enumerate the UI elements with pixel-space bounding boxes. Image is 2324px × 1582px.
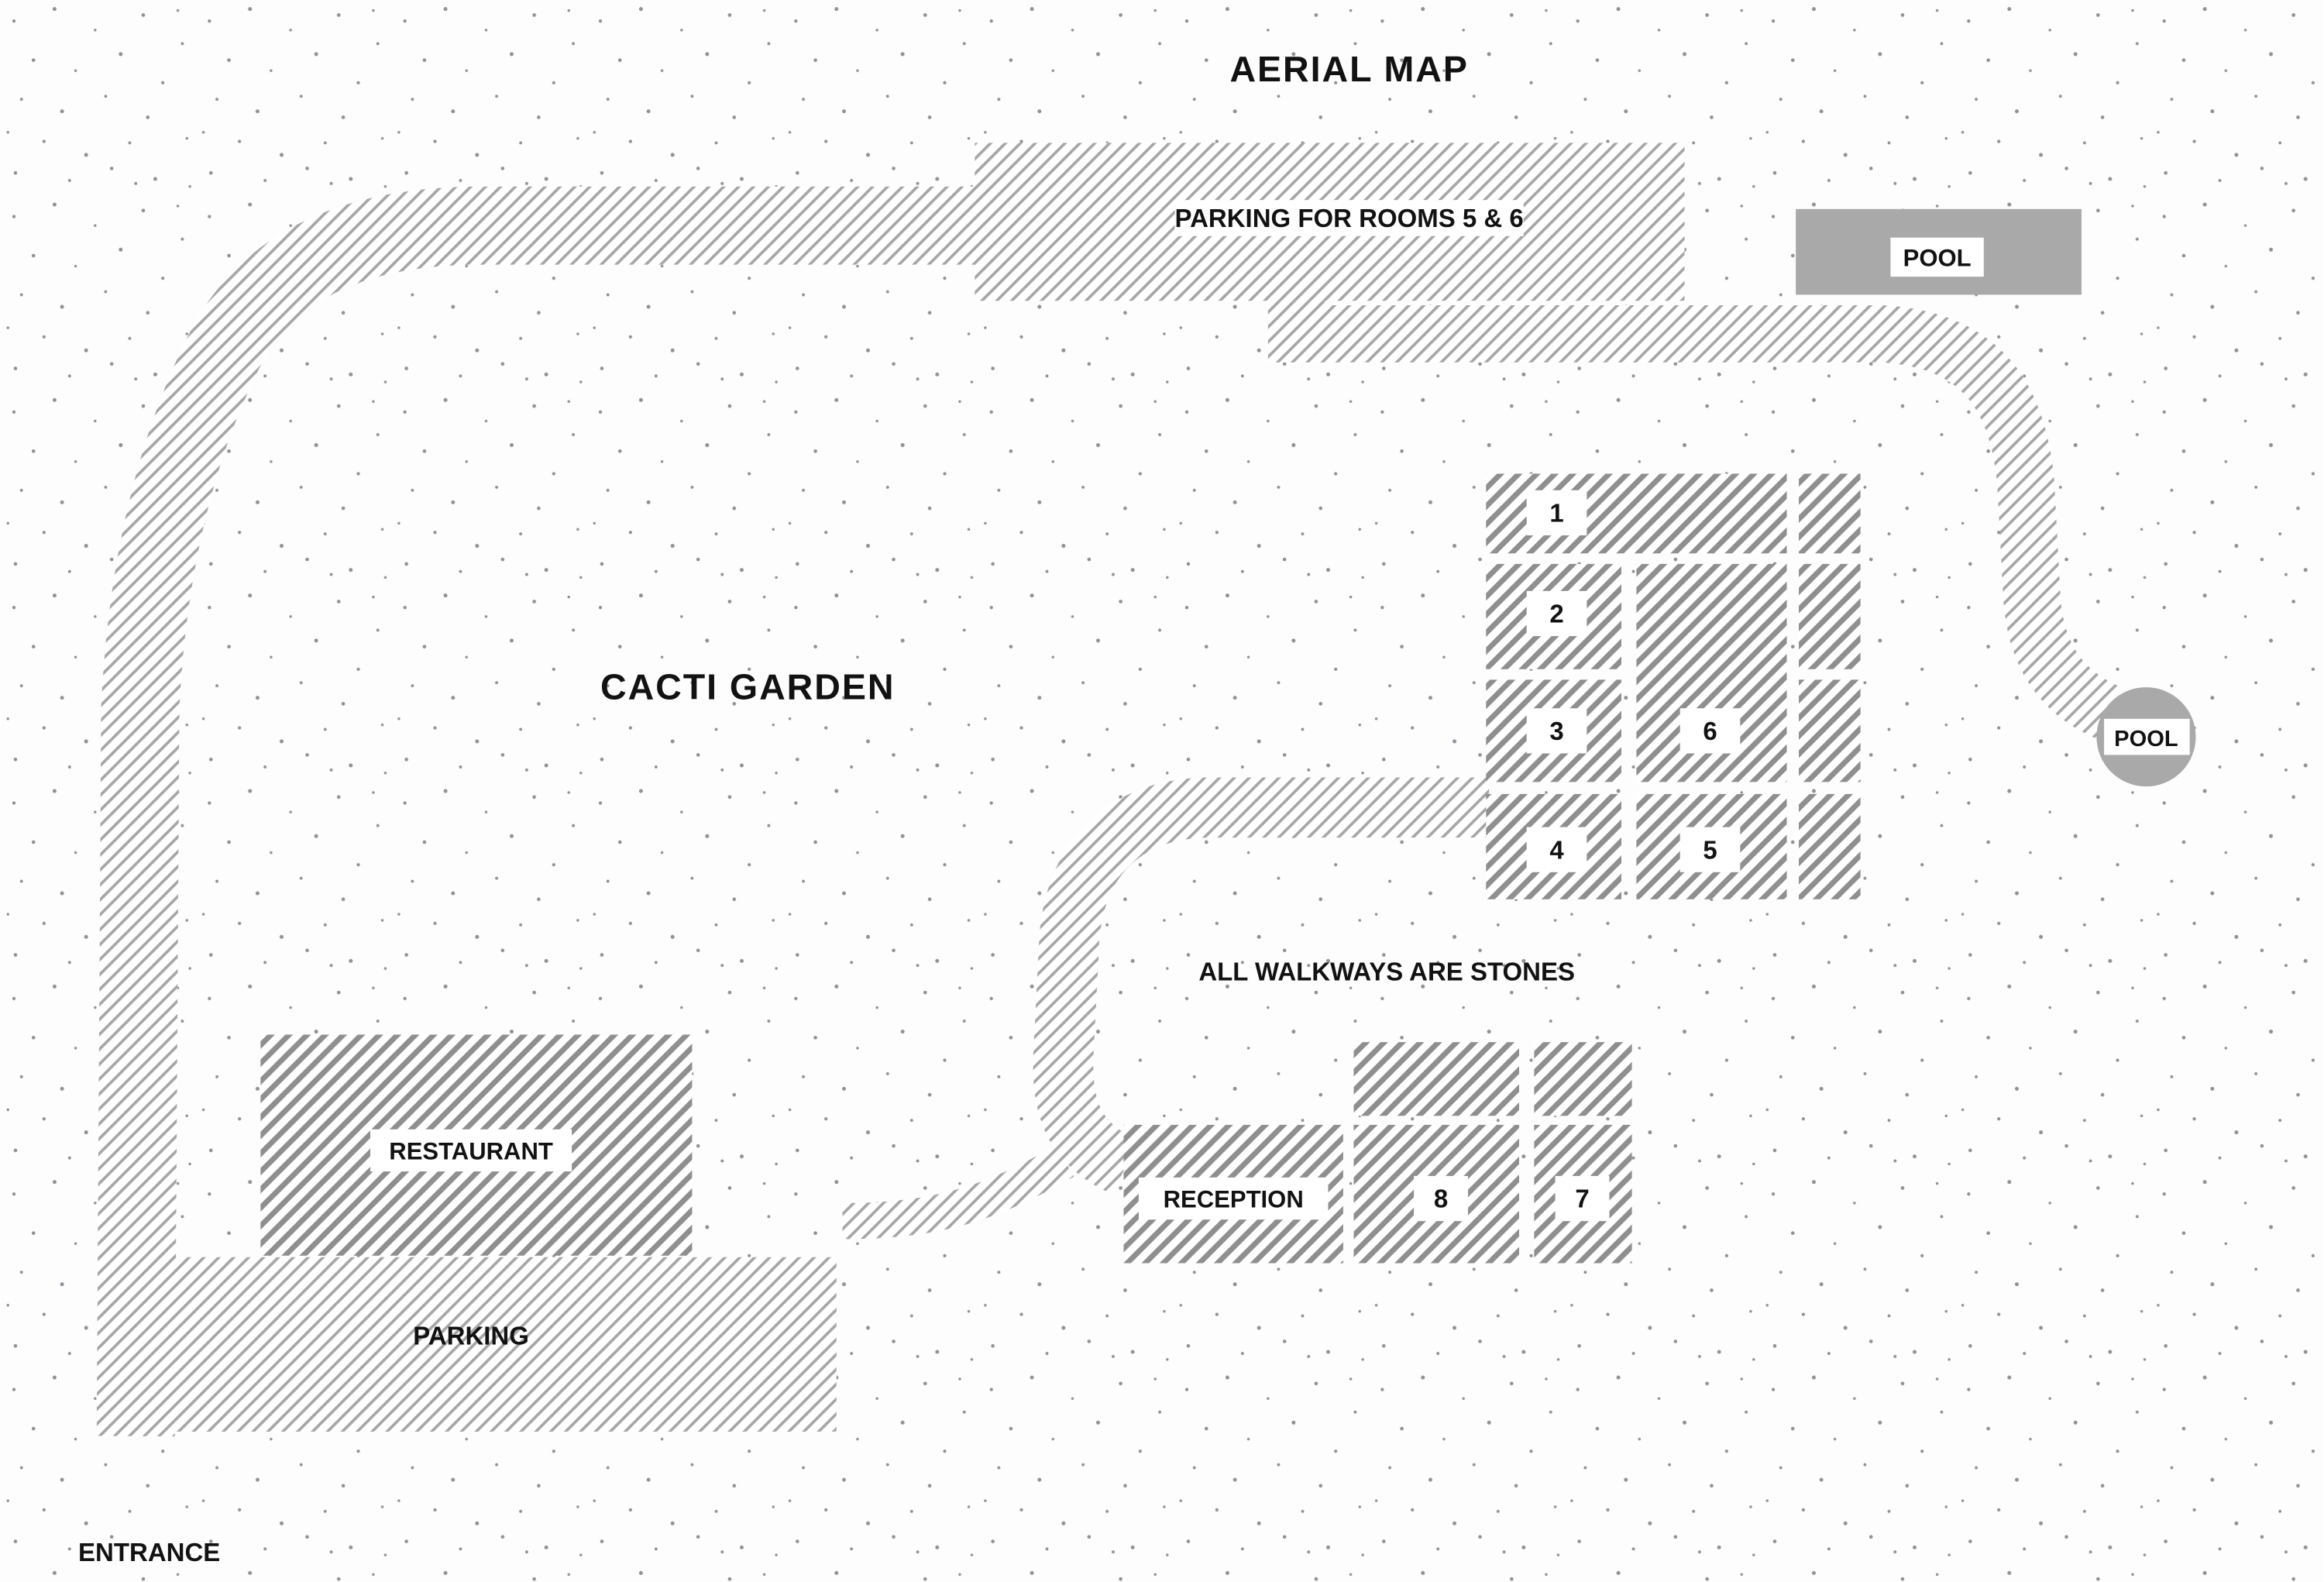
room-1-label-plate [1526,490,1587,536]
room-4-label: 4 [1549,835,1564,864]
parking-label: PARKING [413,1321,529,1350]
room-2-label-plate [1526,590,1587,637]
walkway-rooms-to-reception [1033,777,1490,1195]
room-8-annex [1353,1042,1520,1116]
pool-top-label: POOL [1903,245,1972,272]
rooms-right-wing-segment-1 [1799,473,1861,554]
room-1-label: 1 [1549,499,1563,528]
room-3-label-plate [1526,708,1587,754]
page-title: AERIAL MAP [1229,49,1468,89]
reception-label: RECEPTION [1164,1186,1304,1213]
parking-rooms-label-plate [1174,200,1524,236]
cacti-garden-label: CACTI GARDEN [600,667,895,707]
road-left-loop-to-entrance [96,186,1685,1437]
room-7-label-plate [1555,1175,1610,1222]
rooms-right-wing-segment-2 [1799,563,1861,669]
label-plates [370,200,2190,1222]
roads [96,143,2121,1437]
restaurant-label: RESTAURANT [389,1138,553,1165]
room-8-label: 8 [1434,1185,1448,1213]
room-8-label-plate [1414,1175,1469,1222]
restaurant-label-plate [370,1129,572,1172]
room-7-annex [1534,1042,1632,1116]
rooms-right-wing-segment-4 [1799,793,1861,899]
pool-side-label: POOL [2114,727,2178,751]
room-2-label: 2 [1549,600,1563,628]
room-6-label-plate [1679,708,1741,754]
room-7-label: 7 [1575,1185,1589,1213]
pool-side-label-plate [2104,718,2190,755]
pool-top-label-plate [1890,237,1984,277]
entrance-label: ENTRANCE [78,1538,220,1567]
parking-rooms-label: PARKING FOR ROOMS 5 & 6 [1175,204,1524,232]
walkways-note-label: ALL WALKWAYS ARE STONES [1198,958,1575,986]
walkway-parking-to-reception [842,1145,1074,1240]
room-3-label: 3 [1549,717,1563,745]
text-labels: AERIAL MAP PARKING FOR ROOMS 5 & 6 POOL … [78,49,2178,1567]
room-4-label-plate [1526,827,1587,872]
room-6-label: 6 [1703,717,1717,745]
parking-area [147,1257,837,1432]
rooms-block [1486,473,1861,899]
rooms-right-wing-segment-3 [1799,679,1861,782]
room-5-label: 5 [1703,835,1717,864]
road-around-rooms-to-pool [1267,301,2121,739]
reception-label-plate [1138,1177,1329,1220]
room-5-label-plate [1679,827,1741,872]
